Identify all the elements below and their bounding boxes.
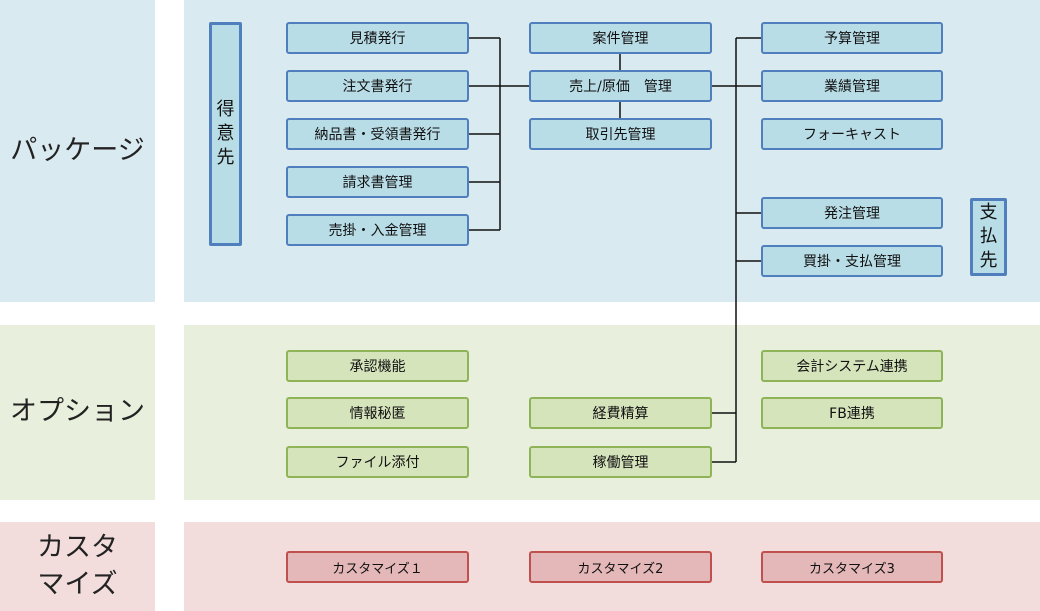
- project-management-box[interactable]: 案件管理: [529, 22, 712, 54]
- order-management-box[interactable]: 発注管理: [761, 197, 943, 229]
- supplier-label-box: 支 払 先: [970, 198, 1007, 276]
- option-row-label-bg: [0, 325, 155, 500]
- payables-payment-box[interactable]: 買掛・支払管理: [761, 245, 943, 277]
- fb-integration-box[interactable]: FB連携: [761, 397, 943, 429]
- delivery-receipt-issue-box[interactable]: 納品書・受領書発行: [286, 118, 469, 150]
- budget-management-box[interactable]: 予算管理: [761, 22, 943, 54]
- partner-management-box[interactable]: 取引先管理: [529, 118, 712, 150]
- file-attachment-box[interactable]: ファイル添付: [286, 446, 469, 478]
- sales-cost-management-box[interactable]: 売上/原価 管理: [529, 70, 712, 102]
- customize-row-label-bg: [0, 522, 155, 611]
- customize-row-label-line2: マイズ: [37, 568, 118, 600]
- approval-function-box[interactable]: 承認機能: [286, 350, 469, 382]
- purchase-order-issue-box[interactable]: 注文書発行: [286, 70, 469, 102]
- customize-1-box[interactable]: カスタマイズ１: [286, 551, 469, 583]
- package-row-label: パッケージ: [10, 134, 145, 166]
- quote-issue-box[interactable]: 見積発行: [286, 22, 469, 54]
- option-row-label: オプション: [10, 396, 145, 428]
- package-row-label-bg: [0, 0, 155, 302]
- supplier-label-char: 払: [979, 225, 998, 247]
- customize-row-label: カスタ マイズ: [0, 522, 155, 611]
- performance-management-box[interactable]: 業績管理: [761, 70, 943, 102]
- customer-label-char: 先: [216, 147, 235, 169]
- accounting-integration-box[interactable]: 会計システム連携: [761, 350, 943, 382]
- work-management-box[interactable]: 稼働管理: [529, 446, 712, 478]
- info-concealment-box[interactable]: 情報秘匿: [286, 397, 469, 429]
- customize-2-box[interactable]: カスタマイズ2: [529, 551, 712, 583]
- forecast-box[interactable]: フォーキャスト: [761, 118, 943, 150]
- supplier-label-char: 先: [979, 250, 998, 272]
- invoice-management-box[interactable]: 請求書管理: [286, 166, 469, 198]
- customer-label-box: 得 意 先: [209, 22, 242, 246]
- customize-row-label-line1: カスタ: [37, 532, 118, 564]
- expense-settlement-box[interactable]: 経費精算: [529, 397, 712, 429]
- customer-label-char: 意: [216, 122, 235, 144]
- receivables-payment-box[interactable]: 売掛・入金管理: [286, 214, 469, 246]
- supplier-label-char: 支: [979, 201, 998, 223]
- customer-label-char: 得: [216, 98, 235, 120]
- customize-3-box[interactable]: カスタマイズ3: [761, 551, 943, 583]
